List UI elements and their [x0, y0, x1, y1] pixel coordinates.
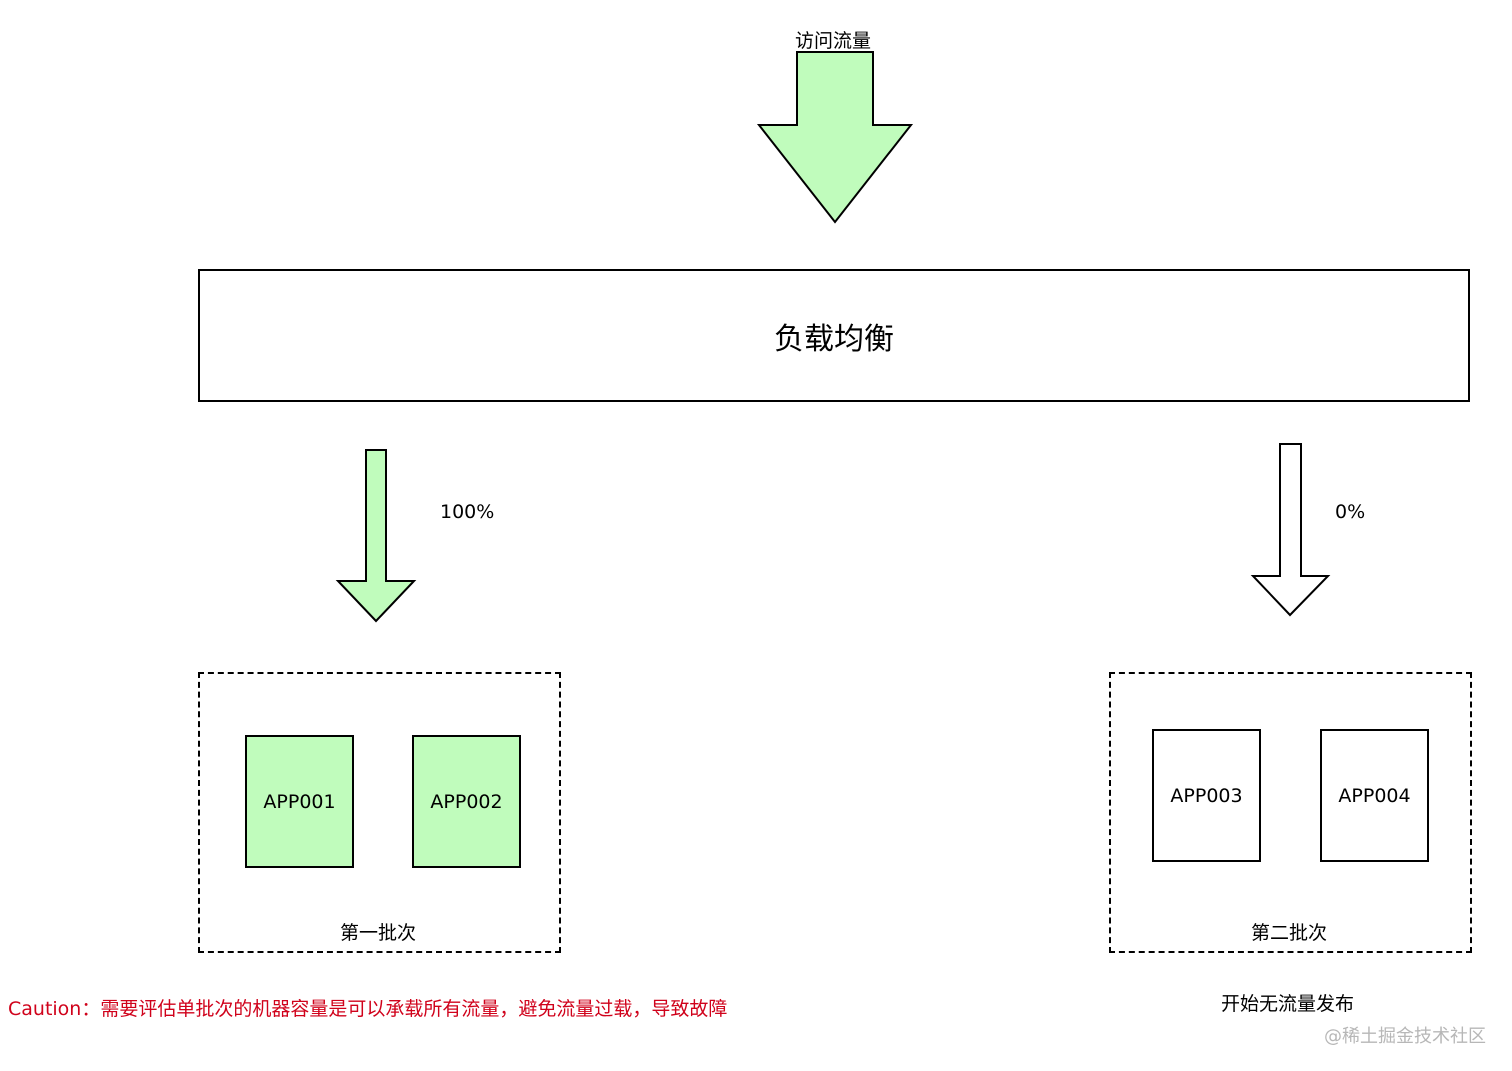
app-label: APP002	[430, 790, 503, 813]
load-balancer-label: 负载均衡	[774, 321, 894, 357]
left-percent-label: 100%	[440, 501, 495, 523]
watermark: @稀土掘金技术社区	[1324, 1026, 1486, 1047]
batch-one-group	[198, 672, 561, 953]
right-percent-label: 0%	[1335, 501, 1366, 523]
caution-text: Caution：需要评估单批次的机器容量是可以承载所有流量，避免流量过载，导致故…	[8, 998, 728, 1020]
traffic-arrow	[756, 51, 914, 224]
right-branch-arrow	[1250, 443, 1331, 617]
app-box-app003: APP003	[1152, 729, 1261, 862]
app-box-app002: APP002	[412, 735, 521, 868]
app-label: APP004	[1338, 784, 1411, 807]
app-label: APP003	[1170, 784, 1243, 807]
left-branch-arrow	[335, 449, 417, 623]
traffic-label: 访问流量	[795, 30, 872, 52]
app-box-app004: APP004	[1320, 729, 1429, 862]
release-note: 开始无流量发布	[1221, 993, 1355, 1015]
batch-one-label: 第一批次	[340, 922, 417, 944]
batch-two-label: 第二批次	[1251, 922, 1328, 944]
app-box-app001: APP001	[245, 735, 354, 868]
batch-two-group	[1109, 672, 1472, 953]
load-balancer-box: 负载均衡	[198, 269, 1470, 402]
app-label: APP001	[263, 790, 336, 813]
